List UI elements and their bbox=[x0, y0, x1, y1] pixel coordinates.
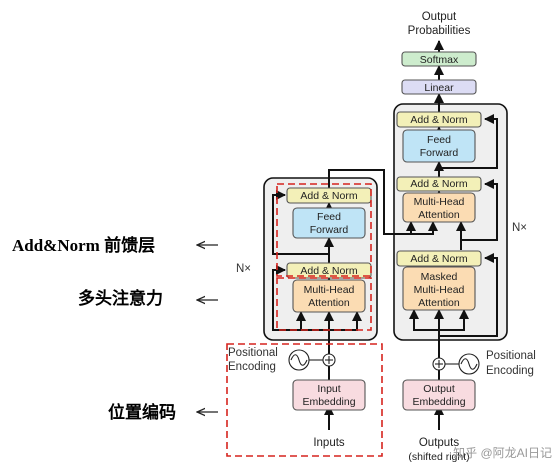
svg-text:Attention: Attention bbox=[308, 297, 350, 309]
softmax-block: Softmax bbox=[401, 51, 477, 67]
svg-text:Multi-Head: Multi-Head bbox=[304, 284, 355, 296]
svg-text:Add&Norm 前馈层: Add&Norm 前馈层 bbox=[12, 235, 155, 255]
decoder-masked-attention: Masked Multi-Head Attention bbox=[402, 266, 476, 311]
svg-text:Positional: Positional bbox=[228, 347, 278, 359]
output-probabilities-label: Output bbox=[422, 11, 457, 23]
annotation-multi-head: 多头注意力 bbox=[78, 288, 218, 308]
svg-text:Feed: Feed bbox=[317, 211, 341, 223]
svg-text:Add & Norm: Add & Norm bbox=[410, 253, 467, 265]
watermark: 知乎 @阿龙AI日记 bbox=[453, 446, 552, 460]
decoder-positional-encoding: Positional Encoding bbox=[432, 350, 536, 377]
encoder-feed-forward: Feed Forward bbox=[292, 207, 366, 239]
svg-text:Forward: Forward bbox=[310, 224, 349, 236]
svg-text:Multi-Head: Multi-Head bbox=[414, 196, 465, 208]
svg-text:Positional: Positional bbox=[486, 350, 536, 362]
svg-text:Forward: Forward bbox=[420, 147, 459, 159]
decoder-add-norm-bottom: Add & Norm bbox=[396, 250, 482, 267]
decoder-feed-forward: Feed Forward bbox=[402, 129, 476, 163]
highlight-add-norm-ff bbox=[276, 183, 372, 277]
output-probabilities-label-2: Probabilities bbox=[408, 25, 471, 37]
annotation-positional: 位置编码 bbox=[108, 402, 218, 422]
decoder-add-norm-top: Add & Norm bbox=[396, 111, 482, 128]
svg-text:Embedding: Embedding bbox=[412, 396, 465, 408]
svg-text:Encoding: Encoding bbox=[228, 361, 276, 373]
outputs-shifted-label: (shifted right) bbox=[408, 451, 469, 463]
svg-text:Add & Norm: Add & Norm bbox=[300, 265, 357, 277]
svg-text:多头注意力: 多头注意力 bbox=[78, 288, 163, 308]
inputs-label: Inputs bbox=[313, 437, 345, 449]
encoder-add-norm-bottom: Add & Norm bbox=[286, 262, 372, 279]
decoder-repeat-label: N× bbox=[512, 222, 527, 234]
svg-text:Add & Norm: Add & Norm bbox=[300, 190, 357, 202]
svg-text:Output: Output bbox=[423, 383, 455, 395]
svg-text:位置编码: 位置编码 bbox=[108, 402, 176, 422]
svg-text:Embedding: Embedding bbox=[302, 396, 355, 408]
svg-text:Attention: Attention bbox=[418, 209, 460, 221]
highlight-multi-head bbox=[276, 277, 372, 331]
input-embedding: Input Embedding bbox=[292, 379, 366, 411]
svg-text:Add & Norm: Add & Norm bbox=[410, 178, 467, 190]
encoder-repeat-label: N× bbox=[236, 263, 251, 275]
linear-block: Linear bbox=[401, 79, 477, 95]
svg-text:Input: Input bbox=[317, 383, 340, 395]
encoder-add-norm-top: Add & Norm bbox=[286, 187, 372, 204]
decoder-add-norm-mid: Add & Norm bbox=[396, 176, 482, 192]
outputs-label: Outputs bbox=[419, 437, 460, 449]
svg-text:Add & Norm: Add & Norm bbox=[410, 114, 467, 126]
highlight-positional bbox=[226, 343, 383, 457]
svg-text:Masked: Masked bbox=[421, 271, 458, 283]
svg-text:Linear: Linear bbox=[424, 82, 454, 94]
decoder-multi-head-attention: Multi-Head Attention bbox=[402, 192, 476, 223]
annotation-add-norm-ff: Add&Norm 前馈层 bbox=[12, 235, 218, 255]
svg-text:Multi-Head: Multi-Head bbox=[414, 284, 465, 296]
svg-text:Encoding: Encoding bbox=[486, 365, 534, 377]
svg-text:Feed: Feed bbox=[427, 134, 451, 146]
svg-text:Attention: Attention bbox=[418, 297, 460, 309]
encoder-positional-encoding: Positional Encoding bbox=[228, 347, 336, 373]
svg-text:Softmax: Softmax bbox=[420, 54, 459, 66]
encoder-multi-head-attention: Multi-Head Attention bbox=[292, 279, 366, 313]
output-embedding: Output Embedding bbox=[402, 379, 476, 411]
